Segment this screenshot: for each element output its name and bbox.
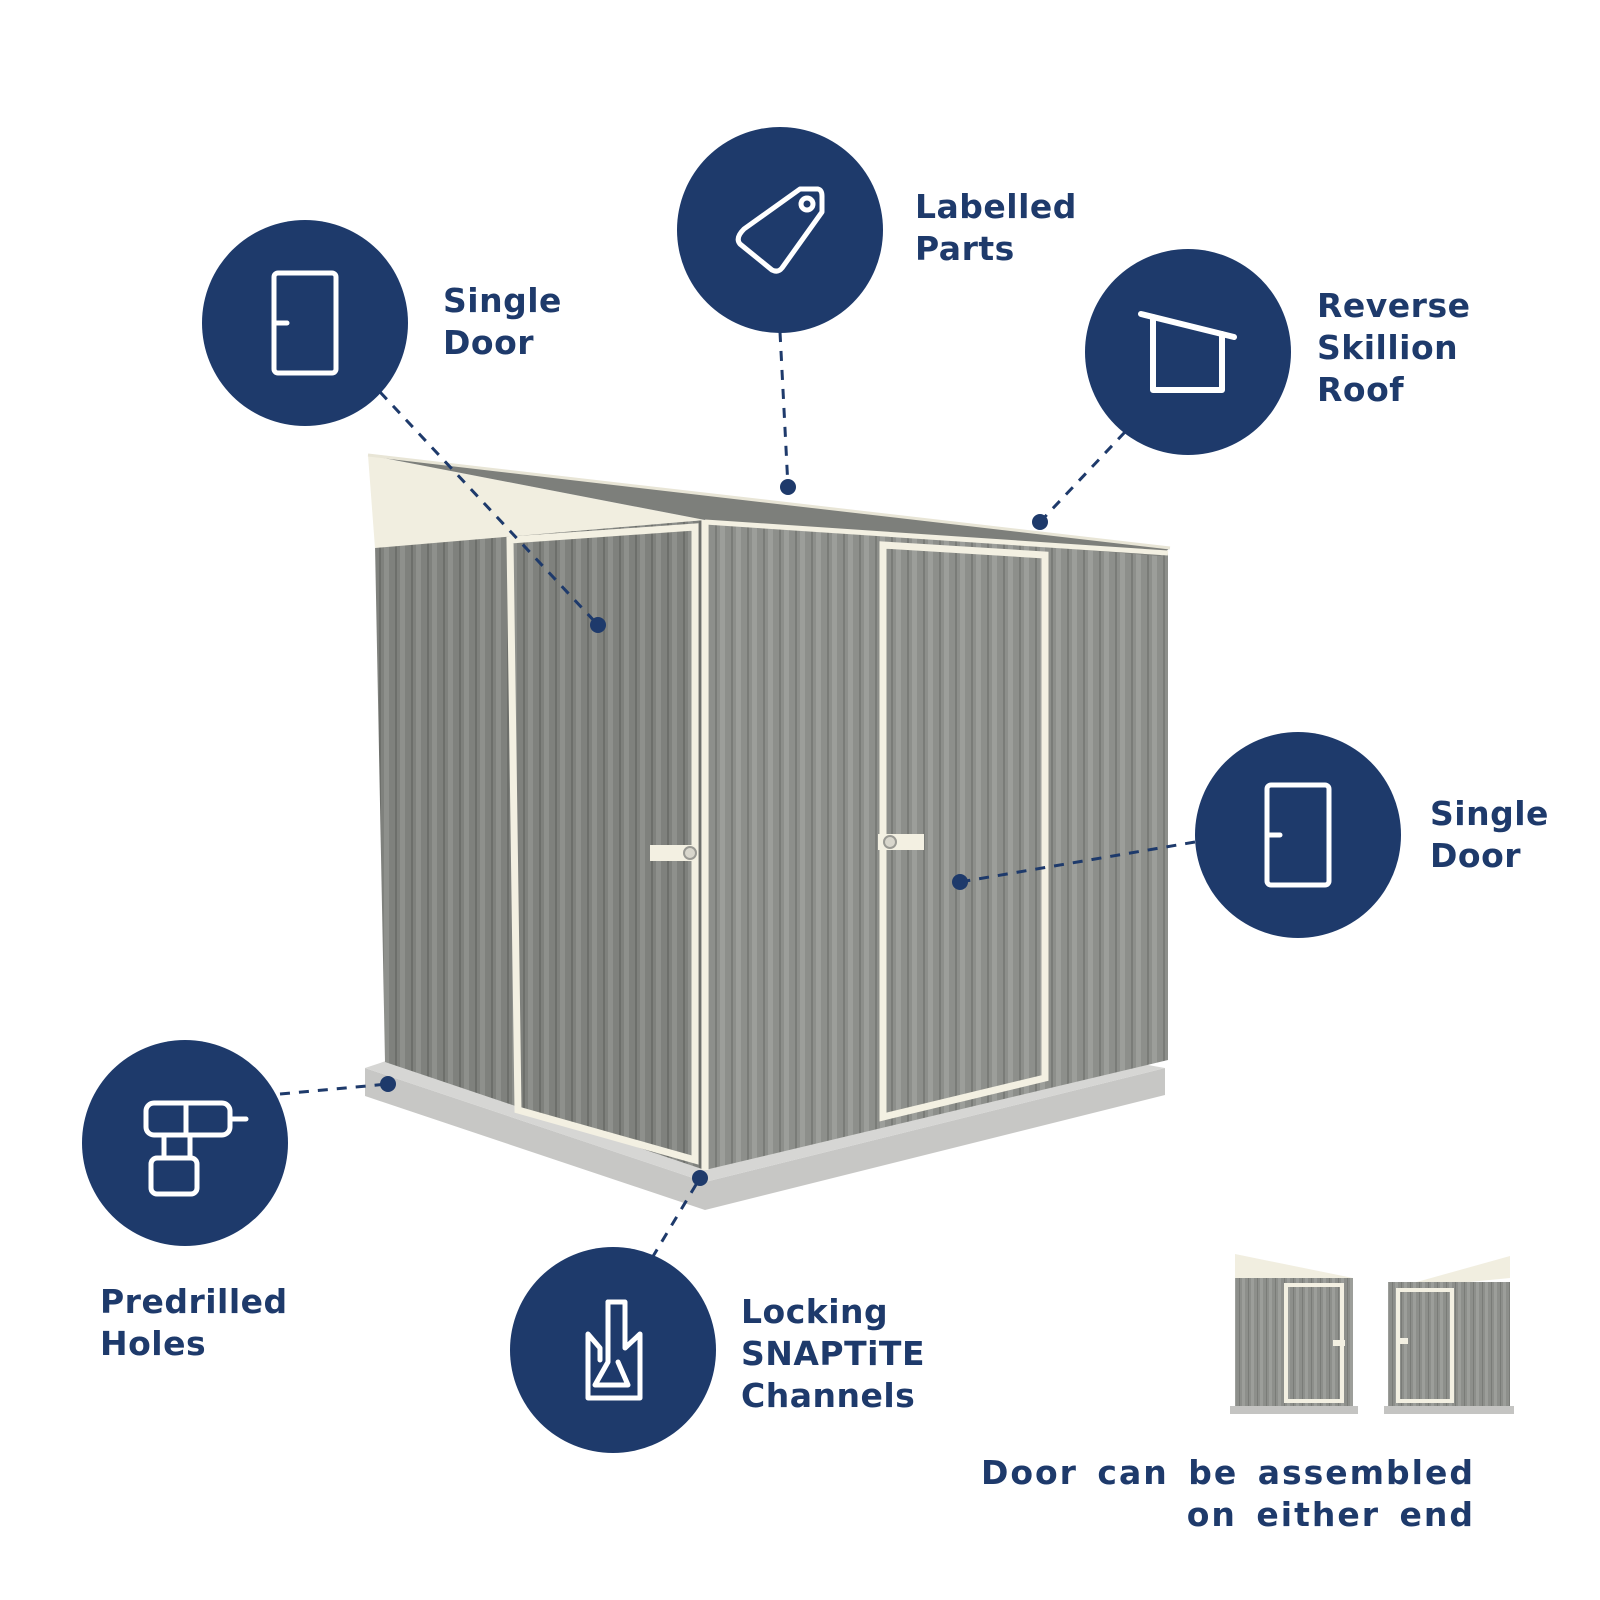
door-icon xyxy=(271,270,339,376)
label-line: Reverse xyxy=(1317,286,1471,325)
shed-gable-flashing xyxy=(368,455,705,548)
shed-end-wall xyxy=(375,520,705,1170)
feature-badge-single-door-left xyxy=(202,220,408,426)
thumbnail-door-left-end xyxy=(1230,1254,1358,1414)
feature-label-single-door-right: Single Door xyxy=(1430,793,1549,877)
note-line: on either end xyxy=(1186,1495,1475,1534)
label-line: Labelled xyxy=(915,187,1077,226)
label-line: Holes xyxy=(100,1324,207,1363)
front-door-latch xyxy=(878,834,924,850)
drill-icon xyxy=(143,1100,249,1197)
label-line: Skillion xyxy=(1317,328,1459,367)
feature-label-locking-channels: Locking SNAPTiTE Channels xyxy=(741,1291,925,1417)
shed-illustration xyxy=(365,453,1171,1210)
front-door-panel xyxy=(888,552,1040,1110)
front-door-frame xyxy=(879,541,1049,1122)
feature-badge-locking-channels xyxy=(510,1247,716,1453)
dot-reverse-skillion-roof xyxy=(1032,514,1048,530)
end-door-latch xyxy=(650,845,697,861)
dot-single-door-right xyxy=(952,874,968,890)
feature-badge-labelled-parts xyxy=(677,127,883,333)
dot-labelled-parts xyxy=(780,479,796,495)
label-line: Locking xyxy=(741,1292,889,1331)
feature-badge-reverse-skillion-roof xyxy=(1085,249,1291,455)
snaptite-channel-icon xyxy=(585,1299,643,1401)
connector-single-door-right xyxy=(959,840,1196,884)
tag-icon xyxy=(735,186,825,274)
note-line: Door can be assembled xyxy=(980,1453,1475,1492)
end-door-frame xyxy=(506,523,699,1165)
dot-predrilled-holes xyxy=(380,1076,396,1092)
connector-lines xyxy=(279,331,1196,1259)
feature-label-predrilled-holes: Predrilled Holes xyxy=(100,1281,288,1365)
skillion-roof-icon xyxy=(1138,311,1237,393)
feature-badge-predrilled-holes xyxy=(82,1040,288,1246)
label-line: Parts xyxy=(915,229,1015,268)
label-line: Single xyxy=(443,281,562,320)
shed-base-slab xyxy=(365,1068,1165,1210)
dot-single-door-left xyxy=(590,617,606,633)
label-line: Single xyxy=(1430,794,1549,833)
label-line: Channels xyxy=(741,1376,916,1415)
label-line: Predrilled xyxy=(100,1282,288,1321)
roof-edge xyxy=(367,453,1171,550)
connector-single-door-left xyxy=(378,390,600,627)
label-line: SNAPTiTE xyxy=(741,1334,925,1373)
dot-locking-channels xyxy=(692,1170,708,1186)
connector-reverse-skillion-roof xyxy=(1038,430,1127,524)
feature-label-labelled-parts: Labelled Parts xyxy=(915,186,1077,270)
feature-label-single-door-left: Single Door xyxy=(443,280,562,364)
connector-dots xyxy=(380,479,1048,1186)
shed-roof xyxy=(368,455,1170,556)
label-line: Door xyxy=(1430,836,1522,875)
feature-badge-single-door-right xyxy=(1195,732,1401,938)
front-top-trim xyxy=(704,519,1169,556)
feature-label-reverse-skillion-roof: Reverse Skillion Roof xyxy=(1317,285,1470,411)
thumbnail-door-right-end xyxy=(1384,1256,1514,1414)
door-icon xyxy=(1264,782,1332,888)
door-assembly-note: Door can be assembled on either end xyxy=(981,1452,1475,1536)
label-line: Door xyxy=(443,323,535,362)
connector-labelled-parts xyxy=(778,331,790,488)
label-line: Roof xyxy=(1317,370,1405,409)
connector-locking-channels xyxy=(650,1177,702,1259)
